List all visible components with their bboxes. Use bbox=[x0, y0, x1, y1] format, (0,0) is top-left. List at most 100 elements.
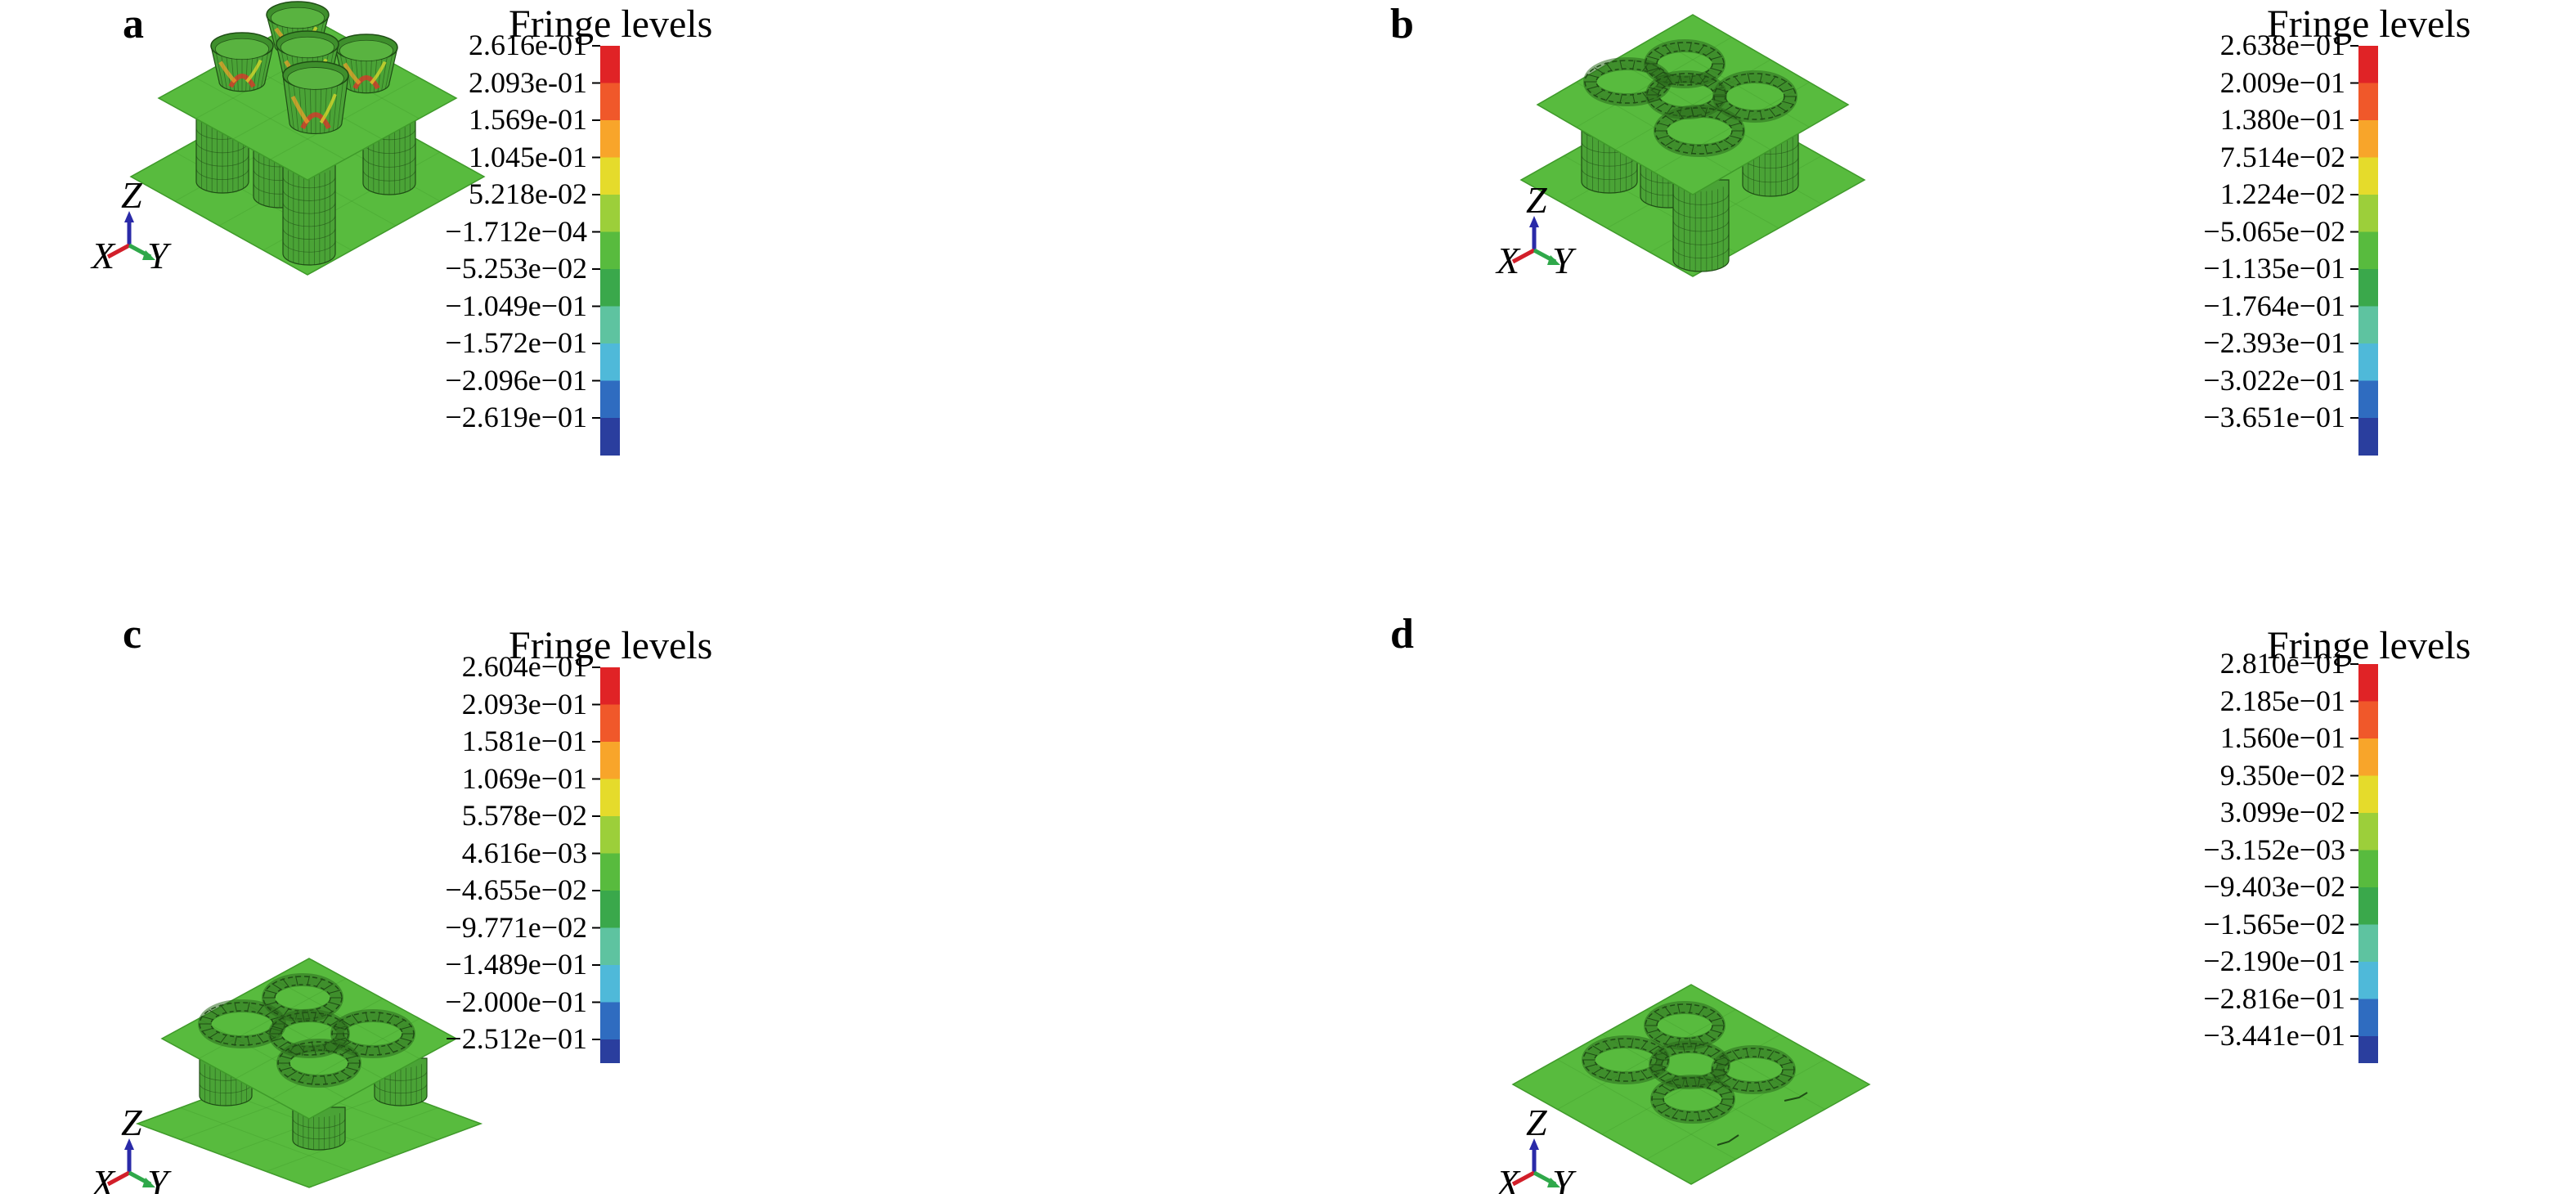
legend-value-1: 2.009e−01 bbox=[2219, 65, 2345, 99]
axis-z-head bbox=[124, 211, 134, 222]
legend-band-7 bbox=[600, 927, 620, 966]
legend-colorbar-b bbox=[2350, 45, 2378, 456]
cup-left-stress-red bbox=[228, 74, 256, 88]
ring-front bbox=[276, 1039, 361, 1088]
cup-left-stress-yellow bbox=[245, 59, 263, 83]
legend-band-2 bbox=[2358, 738, 2378, 776]
legend-band-4 bbox=[2358, 813, 2378, 851]
legend-band-5 bbox=[600, 231, 620, 270]
cup-left bbox=[210, 32, 274, 92]
axis-z-head bbox=[124, 1138, 134, 1150]
legend-value-8: −2.393e−01 bbox=[2203, 326, 2345, 359]
legend-value-5: −3.152e−03 bbox=[2203, 833, 2345, 866]
legend-value-4: 1.224e−02 bbox=[2219, 177, 2345, 210]
legend-band-6 bbox=[2358, 887, 2378, 925]
legend-band-9 bbox=[600, 380, 620, 419]
legend-colorbar-a bbox=[592, 45, 620, 456]
legend-band-6 bbox=[600, 891, 620, 928]
legend-colorbar-c bbox=[592, 667, 620, 1063]
ring-back bbox=[1644, 1001, 1726, 1050]
legend-value-3: 9.350e−02 bbox=[2219, 758, 2345, 792]
legend-band-5 bbox=[2358, 231, 2378, 270]
axis-z-label: Z bbox=[1526, 1102, 1547, 1143]
legend-band-9 bbox=[600, 1002, 620, 1040]
legend-value-2: 1.560e−01 bbox=[2219, 721, 2345, 754]
axis-y-head bbox=[142, 250, 155, 260]
legend-value-8: −1.572e−01 bbox=[445, 326, 587, 359]
axis-z-label: Z bbox=[121, 174, 142, 216]
legend-band-4 bbox=[600, 195, 620, 232]
legend-band-0 bbox=[600, 667, 620, 705]
legend-value-10: −2.619e−01 bbox=[445, 401, 587, 433]
legend-value-3: 1.069e−01 bbox=[461, 761, 587, 795]
axis-y-head bbox=[142, 1178, 155, 1187]
legend-band-8 bbox=[600, 343, 620, 381]
cup-back-inner bbox=[270, 7, 325, 29]
legend-value-2: 1.380e−01 bbox=[2219, 103, 2345, 136]
cup-left-stress-orange bbox=[218, 61, 237, 83]
legend-value-5: −5.065e−02 bbox=[2203, 214, 2345, 248]
legend-value-9: −2.000e−01 bbox=[445, 985, 587, 1018]
legend-band-2 bbox=[600, 120, 620, 158]
legend-band-7 bbox=[2358, 306, 2378, 344]
legend-band-3 bbox=[600, 779, 620, 817]
legend-value-10: −3.651e−01 bbox=[2203, 401, 2345, 433]
legend-band-5 bbox=[600, 853, 620, 891]
legend-title-b: Fringe levels bbox=[2267, 2, 2471, 46]
legend-band-1 bbox=[600, 704, 620, 743]
panel-letter-b: b bbox=[1390, 1, 1414, 47]
legend-value-3: 1.045e-01 bbox=[469, 140, 587, 173]
legend-value-6: −1.135e−01 bbox=[2203, 252, 2345, 285]
legend-value-1: 2.093e−01 bbox=[461, 687, 587, 720]
legend-band-3 bbox=[2358, 775, 2378, 814]
column-front bbox=[292, 1106, 346, 1151]
legend-band-4 bbox=[2358, 195, 2378, 232]
axis-x-label: X bbox=[1495, 240, 1521, 281]
legend-value-7: −1.049e−01 bbox=[445, 289, 587, 322]
debris-fragment-1 bbox=[1784, 1092, 1808, 1102]
legend-value-6: −9.403e−02 bbox=[2203, 870, 2345, 903]
legend-value-10: −2.512e−01 bbox=[445, 1022, 587, 1055]
axis-x-label: X bbox=[90, 235, 116, 276]
legend-band-9 bbox=[2358, 999, 2378, 1037]
legend-value-9: −2.816e−01 bbox=[2203, 981, 2345, 1015]
legend-value-8: −1.489e−01 bbox=[445, 948, 587, 981]
axis-x-arrow bbox=[1511, 1170, 1536, 1187]
legend-value-3: 7.514e−02 bbox=[2219, 140, 2345, 173]
cup-right-stress-yellow bbox=[370, 61, 387, 85]
axis-y-head bbox=[1547, 255, 1560, 265]
axis-x-arrow bbox=[1511, 248, 1536, 264]
axis-y-label: Y bbox=[1552, 240, 1577, 281]
ring-right bbox=[1711, 1045, 1796, 1094]
cup-front-inner bbox=[287, 67, 344, 90]
legend-band-8 bbox=[2358, 962, 2378, 999]
legend-value-5: −1.712e−04 bbox=[445, 214, 587, 248]
legend-band-8 bbox=[2358, 343, 2378, 381]
legend-band-9 bbox=[2358, 380, 2378, 419]
legend-band-1 bbox=[2358, 83, 2378, 121]
legend-value-0: 2.810e−01 bbox=[2219, 647, 2345, 680]
legend-value-6: −4.655e−02 bbox=[445, 873, 587, 906]
legend-value-0: 2.604e−01 bbox=[461, 650, 587, 683]
legend-value-9: −2.096e−01 bbox=[445, 363, 587, 397]
ring-front bbox=[1654, 105, 1745, 157]
legend-band-8 bbox=[600, 965, 620, 1003]
legend-value-5: 4.616e−03 bbox=[461, 836, 587, 869]
legend-value-9: −3.022e−01 bbox=[2203, 363, 2345, 397]
cup-front-stress-yellow bbox=[319, 93, 337, 124]
ring-front bbox=[1650, 1075, 1735, 1124]
legend-value-6: −5.253e−02 bbox=[445, 252, 587, 285]
cup-center-inner bbox=[280, 36, 335, 59]
legend-band-0 bbox=[2358, 664, 2378, 702]
column-front bbox=[1672, 179, 1730, 272]
legend-band-0 bbox=[2358, 46, 2378, 83]
axis-x-label: X bbox=[1495, 1162, 1521, 1194]
legend-band-1 bbox=[600, 83, 620, 121]
axis-y-head bbox=[1547, 1178, 1560, 1187]
